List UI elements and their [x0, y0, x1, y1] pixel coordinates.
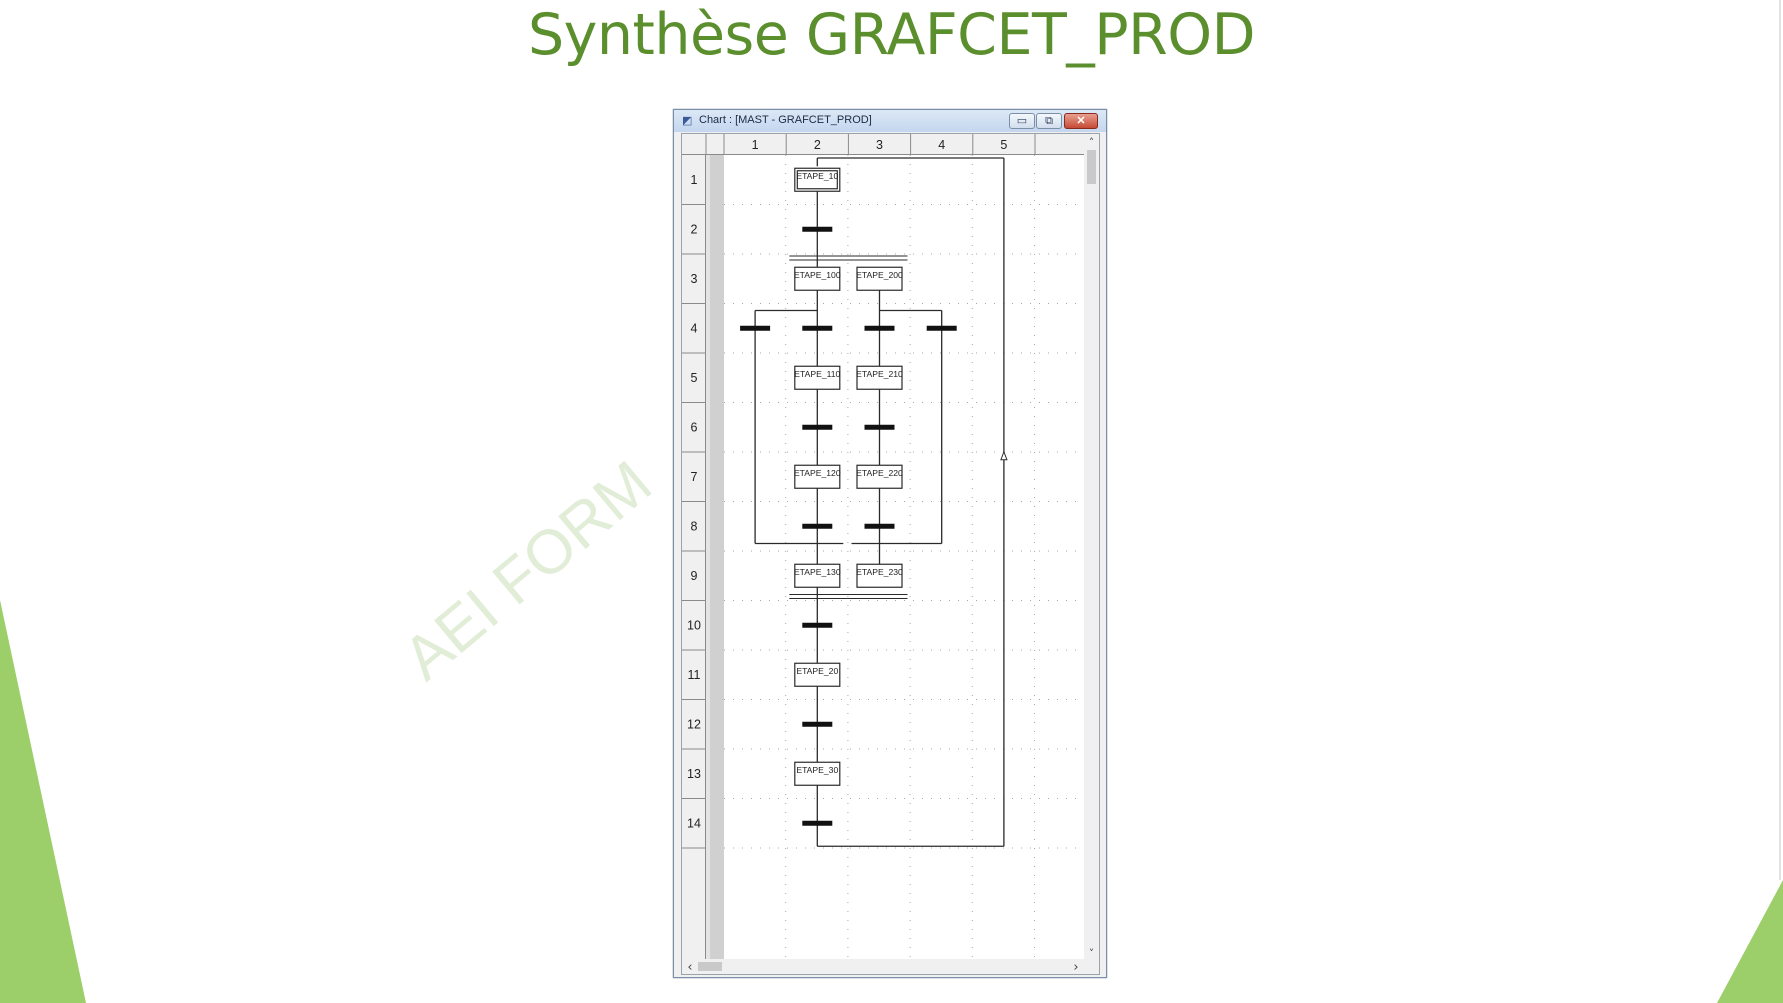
- step-label: ETAPE_200: [856, 270, 903, 280]
- row-header-13[interactable]: 13: [687, 767, 701, 781]
- column-header-5[interactable]: 5: [1000, 138, 1007, 152]
- slide-title: Synthèse GRAFCET_PROD: [527, 2, 1256, 68]
- step-box[interactable]: ETAPE_30: [794, 761, 841, 786]
- transition-bar[interactable]: [864, 523, 895, 529]
- step-box[interactable]: ETAPE_210: [856, 365, 903, 390]
- scroll-left-icon[interactable]: ‹: [687, 960, 692, 974]
- step-label: ETAPE_120: [794, 468, 841, 478]
- transition-bar[interactable]: [802, 523, 833, 529]
- step-box[interactable]: ETAPE_10: [794, 167, 841, 192]
- row-header-2[interactable]: 2: [691, 222, 698, 236]
- column-header-4[interactable]: 4: [938, 138, 945, 152]
- step-label: ETAPE_220: [856, 468, 903, 478]
- loop-back-arrow-icon: [1000, 450, 1008, 461]
- step-box-frame: [794, 464, 841, 489]
- column-header-3[interactable]: 3: [876, 138, 883, 152]
- horizontal-scroll-thumb[interactable]: [698, 962, 722, 971]
- row-header-3[interactable]: 3: [691, 272, 698, 286]
- transition-bar[interactable]: [864, 424, 895, 430]
- step-box-frame: [794, 266, 841, 291]
- scroll-right-icon[interactable]: ›: [1073, 960, 1078, 974]
- row-header-6[interactable]: 6: [691, 420, 698, 434]
- transition-bar[interactable]: [802, 721, 833, 727]
- step-box-frame: [856, 464, 903, 489]
- column-header-bar: [682, 134, 1099, 155]
- restore-button[interactable]: ⧉: [1036, 113, 1062, 129]
- transition-bar[interactable]: [926, 325, 957, 331]
- chart-gutter: [706, 155, 724, 974]
- step-box[interactable]: ETAPE_20: [794, 662, 841, 687]
- right-green-decoration: [1717, 0, 1783, 1003]
- row-header-11[interactable]: 11: [688, 668, 701, 682]
- step-box[interactable]: ETAPE_120: [794, 464, 841, 489]
- column-header-1[interactable]: 1: [752, 138, 759, 152]
- row-header-8[interactable]: 8: [691, 519, 698, 533]
- step-box-frame: [856, 365, 903, 390]
- transition-bar[interactable]: [802, 226, 833, 232]
- step-box-frame: [794, 662, 841, 687]
- minimize-button[interactable]: ▭: [1009, 113, 1035, 129]
- step-box-frame: [794, 167, 841, 192]
- step-box-frame: [794, 563, 841, 588]
- step-label: ETAPE_210: [856, 369, 903, 379]
- step-box[interactable]: ETAPE_220: [856, 464, 903, 489]
- initial-step-inner-frame: [796, 170, 838, 190]
- chart-window: ◩ Chart : [MAST - GRAFCET_PROD] ▭ ⧉ ✕ ET…: [673, 109, 1107, 978]
- row-header-4[interactable]: 4: [691, 321, 698, 335]
- step-label: ETAPE_20: [796, 666, 838, 676]
- row-header-5[interactable]: 5: [691, 371, 698, 385]
- transition-bar[interactable]: [864, 325, 895, 331]
- window-title: Chart : [MAST - GRAFCET_PROD]: [699, 114, 872, 126]
- step-box[interactable]: ETAPE_100: [794, 266, 841, 291]
- step-box-frame: [856, 266, 903, 291]
- vertical-scroll-thumb[interactable]: [1087, 150, 1096, 184]
- step-label: ETAPE_100: [794, 270, 841, 280]
- step-label: ETAPE_10: [796, 171, 838, 181]
- transition-bar[interactable]: [740, 325, 771, 331]
- step-box[interactable]: ETAPE_130: [794, 563, 841, 588]
- transition-bar[interactable]: [802, 424, 833, 430]
- step-box-frame: [856, 563, 903, 588]
- chart-gutter-edge: [706, 155, 710, 974]
- row-header-bar: [682, 155, 706, 974]
- row-header-1[interactable]: 1: [691, 173, 698, 187]
- row-header-12[interactable]: 12: [687, 717, 701, 731]
- vertical-scrollbar[interactable]: [1084, 134, 1099, 959]
- horizontal-scrollbar[interactable]: [682, 959, 1099, 974]
- column-header-2[interactable]: 2: [814, 138, 821, 152]
- window-titlebar[interactable]: ◩ Chart : [MAST - GRAFCET_PROD] ▭ ⧉ ✕: [674, 110, 1106, 132]
- scroll-up-icon[interactable]: ˄: [1089, 136, 1095, 149]
- step-box-frame: [794, 365, 841, 390]
- step-label: ETAPE_110: [794, 369, 840, 379]
- transition-bar[interactable]: [802, 622, 833, 628]
- row-header-10[interactable]: 10: [687, 618, 701, 632]
- row-header-9[interactable]: 9: [691, 569, 698, 583]
- row-header-7[interactable]: 7: [691, 470, 698, 484]
- transition-bar[interactable]: [802, 820, 833, 826]
- step-box-frame: [794, 761, 841, 786]
- close-button[interactable]: ✕: [1064, 113, 1098, 129]
- watermark-text: AEI FORM: [390, 448, 665, 694]
- left-green-decoration: [0, 600, 86, 1003]
- step-box[interactable]: ETAPE_230: [856, 563, 903, 588]
- step-label: ETAPE_230: [856, 567, 903, 577]
- transition-bar[interactable]: [802, 325, 833, 331]
- row-header-14[interactable]: 14: [687, 816, 701, 830]
- scroll-down-icon[interactable]: ˅: [1089, 947, 1095, 960]
- step-box[interactable]: ETAPE_110: [794, 365, 841, 390]
- chart-app-icon: ◩: [682, 115, 693, 127]
- step-label: ETAPE_130: [794, 567, 841, 577]
- step-label: ETAPE_30: [796, 765, 838, 775]
- step-box[interactable]: ETAPE_200: [856, 266, 903, 291]
